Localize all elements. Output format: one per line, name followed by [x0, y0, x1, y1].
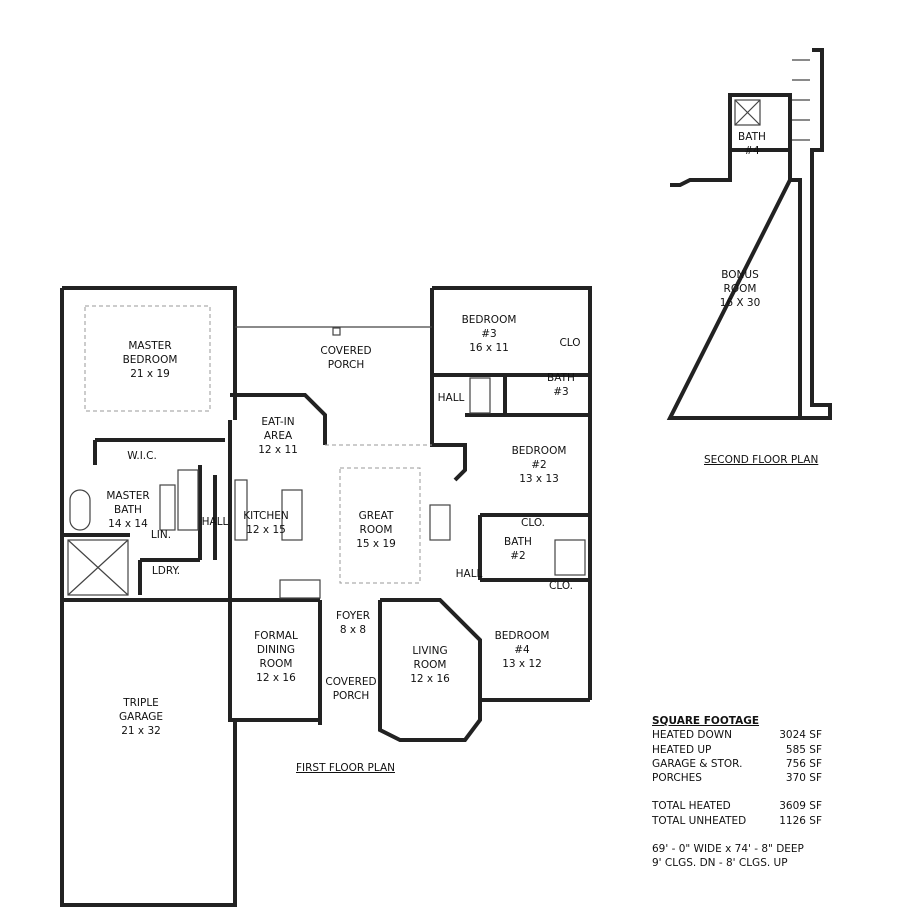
hall-right-bottom-label: HALL [455, 568, 483, 580]
wic-label: W.I.C. [127, 450, 157, 462]
first-floor-plan-title: FIRST FLOOR PLAN [296, 762, 395, 774]
second-floor-plan-title: SECOND FLOOR PLAN [704, 454, 819, 466]
hall-right-top-label: HALL [437, 392, 465, 404]
linen-label: LIN. [150, 529, 172, 541]
bath-3-label: BATH #3 [547, 372, 575, 398]
closet-2-label: CLO. [521, 517, 545, 529]
square-footage-heading: SQUARE FOOTAGE [652, 715, 760, 727]
bath-4-label: BATH #4 [738, 131, 766, 157]
covered-porch-rear-label: COVERED PORCH [320, 345, 372, 371]
ceiling-heights: 9' CLGS. DN - 8' CLGS. UP [652, 857, 788, 870]
covered-porch-front-label: COVERED PORCH [325, 676, 377, 702]
first-floor-details [67, 305, 586, 599]
laundry-label: LDRY. [151, 565, 181, 577]
sf-row: GARAGE & STOR.756 SF [652, 757, 822, 770]
hall-left-label: HALL [201, 516, 229, 528]
closet-3-label: CLO [559, 337, 581, 349]
first-floor-walls [60, 286, 592, 907]
closet-4-label: CLO. [549, 580, 573, 592]
second-floor-walls [666, 48, 832, 420]
overall-dimensions: 69' - 0" WIDE x 74' - 8" DEEP [652, 843, 804, 856]
bath-2-label: BATH #2 [504, 536, 532, 562]
